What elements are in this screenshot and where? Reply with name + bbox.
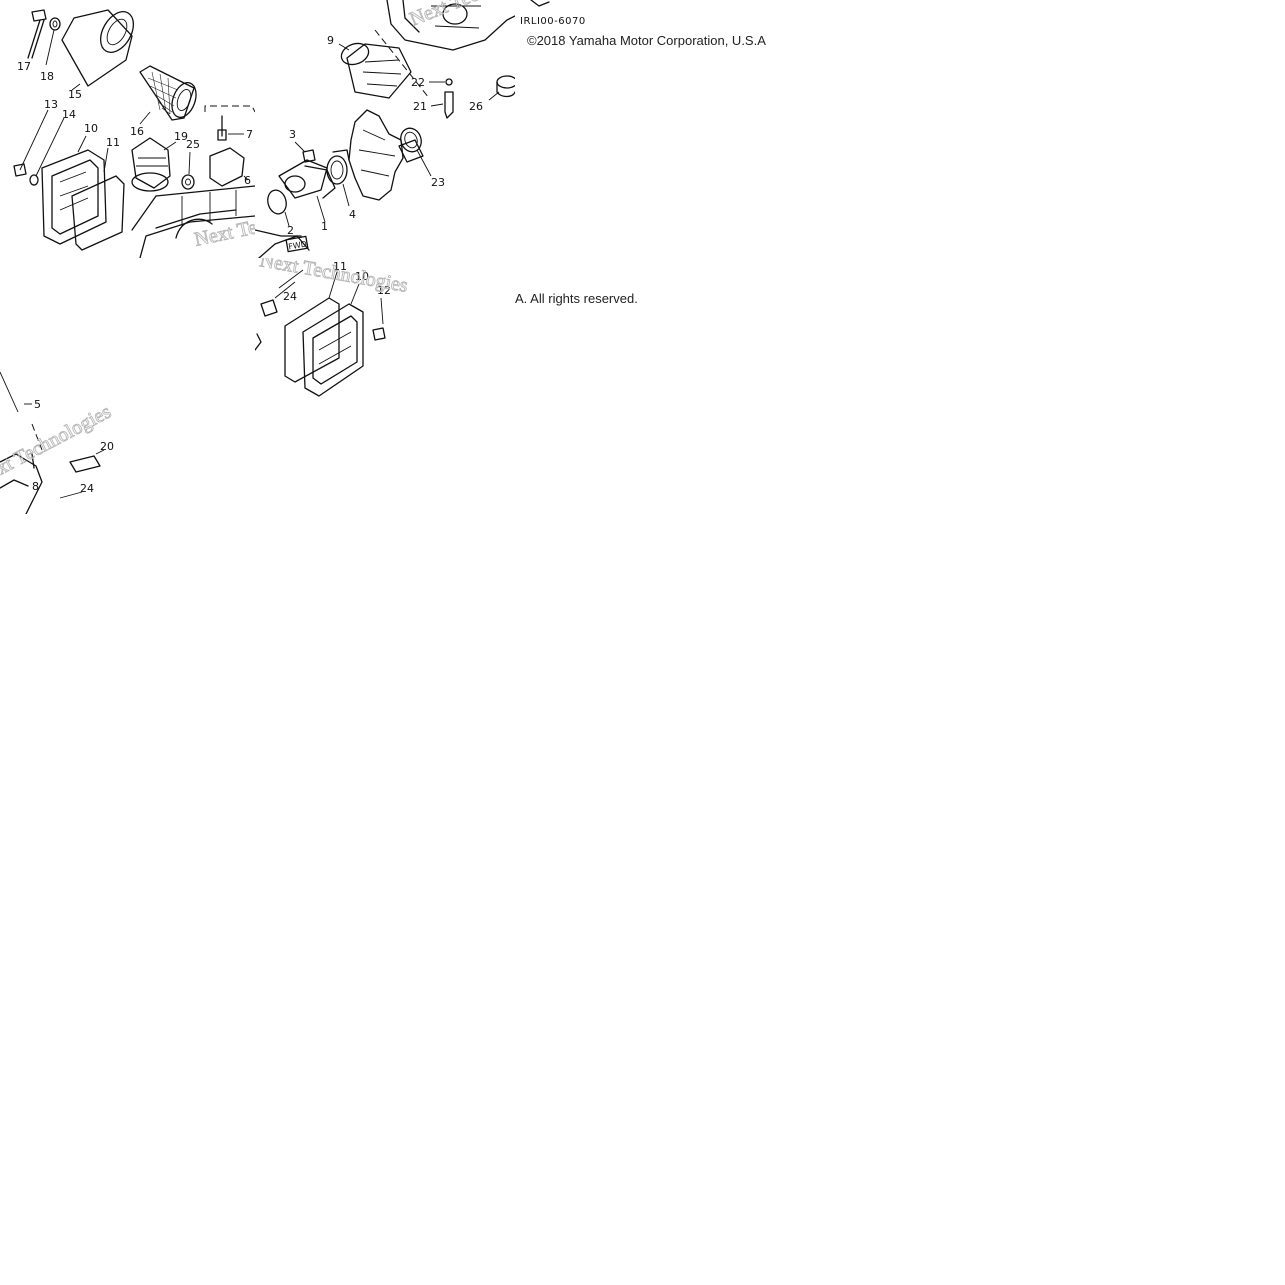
callout-7: 7 xyxy=(246,128,253,141)
gasket-part-11-right xyxy=(284,271,340,383)
callout-2: 2 xyxy=(287,224,294,237)
rights-notice: A. All rights reserved. xyxy=(515,291,638,306)
edge-fragment xyxy=(255,333,262,351)
callout-12: 12 xyxy=(377,284,391,297)
watermark: Next Technologies xyxy=(192,198,255,252)
washer-part-14 xyxy=(29,117,65,186)
air-box-edge: FWD xyxy=(255,229,310,258)
watermark-top: Next Technologies xyxy=(407,0,515,31)
carburetor xyxy=(348,109,424,201)
o-ring-part-2 xyxy=(267,189,290,227)
callout-10-left: 10 xyxy=(84,122,98,135)
air-box-side xyxy=(0,371,43,514)
bracket-part-6 xyxy=(209,147,249,187)
diagram-tile-notice: IRLI00-6070 xyxy=(515,0,772,55)
diagram-tile-air-box: Next Technologies 5 20 8 24 xyxy=(0,358,122,514)
screw-part-7 xyxy=(217,115,244,141)
screw-part-12 xyxy=(372,297,386,341)
filter-element-part-15 xyxy=(61,9,135,91)
bolt-part-13 xyxy=(13,109,49,177)
callout-18: 18 xyxy=(40,70,54,83)
clamp-part-23 xyxy=(400,127,432,177)
hose-part-21 xyxy=(430,91,454,119)
callout-15: 15 xyxy=(68,88,82,101)
svg-text:Next Technologies: Next Technologies xyxy=(192,198,255,251)
mesh-cone-part-16 xyxy=(139,65,197,125)
callout-21: 21 xyxy=(413,100,427,113)
callout-8: 8 xyxy=(32,480,39,493)
callout-14: 14 xyxy=(62,108,76,121)
fwd-marking: FWD xyxy=(288,239,308,251)
callout-20: 20 xyxy=(100,440,114,453)
air-box-part-5 xyxy=(131,185,255,258)
grommet-part-25 xyxy=(181,151,195,190)
callout-13: 13 xyxy=(44,98,58,111)
manifold-part-1 xyxy=(278,159,336,223)
callout-24-upper: 24 xyxy=(283,290,297,303)
callout-1: 1 xyxy=(321,220,328,233)
case-cover-part-10-right xyxy=(302,283,364,397)
damper-part-26 xyxy=(488,75,515,101)
upper-housing xyxy=(374,0,515,99)
diagram-tile-intake: FWD Next Technologies 9 22 21 26 3 23 4 … xyxy=(255,0,515,258)
callout-26: 26 xyxy=(469,100,483,113)
callout-17: 17 xyxy=(17,60,31,73)
diagram-tile-case-cover: 24 11 10 12 Next Technologies xyxy=(255,258,515,403)
watermark-lower: Next Technologies xyxy=(0,401,115,491)
washer-part-18 xyxy=(45,17,61,66)
clip-part-22 xyxy=(429,78,453,86)
callout-23: 23 xyxy=(431,176,445,189)
callout-10-right: 10 xyxy=(355,270,369,283)
watermark-middle: Next Technologies xyxy=(258,258,410,297)
diagram-tile-air-filter: Next Technologies 17 18 15 16 13 14 10 1… xyxy=(0,0,255,258)
callout-19: 19 xyxy=(174,130,188,143)
callout-22: 22 xyxy=(411,76,425,89)
callout-11-right: 11 xyxy=(333,260,347,273)
bolt-part-3 xyxy=(294,141,316,163)
copyright-notice: ©2018 Yamaha Motor Corporation, U.S.A xyxy=(527,33,766,48)
callout-4: 4 xyxy=(349,208,356,221)
callout-6: 6 xyxy=(244,174,251,187)
callout-5: 5 xyxy=(34,398,41,411)
callout-16: 16 xyxy=(130,125,144,138)
gasket-part-11 xyxy=(71,147,125,251)
callout-25: 25 xyxy=(186,138,200,151)
callout-24-lower: 24 xyxy=(80,482,94,495)
bolt-part-24-upper xyxy=(260,269,304,317)
joint-part-9 xyxy=(338,42,412,99)
drawing-code: IRLI00-6070 xyxy=(520,16,586,27)
bolt-part-17 xyxy=(27,9,47,59)
callout-3: 3 xyxy=(289,128,296,141)
joint-part-19 xyxy=(131,137,177,192)
bolt-part-24-lower xyxy=(59,491,83,499)
callout-9: 9 xyxy=(327,34,334,47)
assembly-outline xyxy=(204,105,255,113)
callout-11-left: 11 xyxy=(106,136,120,149)
clamp-part-4 xyxy=(326,149,350,207)
case-cover-part-10 xyxy=(41,135,107,245)
pad-part-20 xyxy=(69,449,105,473)
